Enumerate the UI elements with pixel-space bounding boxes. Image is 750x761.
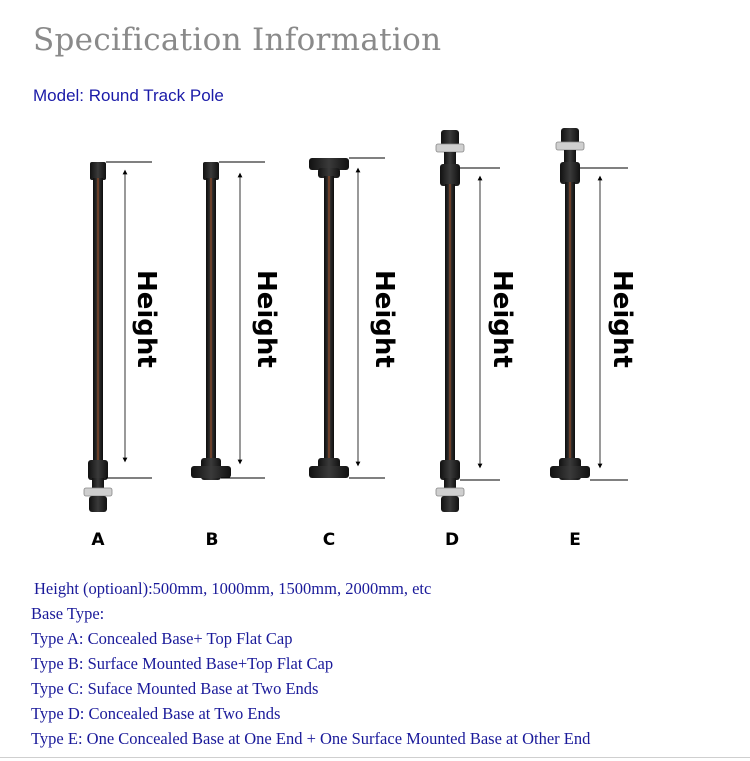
base-type-heading: Base Type: [31,604,105,623]
pole-letter-c: C [323,530,335,550]
pole-letter-d: D [445,530,459,550]
bottom-divider [0,757,750,758]
model-name: Model: Round Track Pole [33,86,224,105]
pole-c: Height [309,157,399,479]
height-label-a: Height [131,270,161,368]
page-title: Specification Information [33,22,442,58]
pole-a: Height [83,161,161,512]
pole-e: Height [550,128,637,481]
spec-item-type-d: Type D: Concealed Base at Two Ends [31,704,281,723]
pole-letter-b: B [206,530,219,550]
spec-item-type-e: Type E: One Concealed Base at One End + … [31,729,591,748]
pole-letter-a: A [91,530,105,550]
pole-letter-e: E [569,530,581,550]
pole-d: Height [435,130,517,512]
spec-item-type-a: Type A: Concealed Base+ Top Flat Cap [31,629,293,648]
height-options: Height (optioanl):500mm, 1000mm, 1500mm,… [34,579,432,598]
pole-b: Height [191,161,281,480]
height-label-c: Height [369,270,399,368]
height-label-d: Height [487,270,517,368]
spec-item-type-b: Type B: Surface Mounted Base+Top Flat Ca… [31,654,334,673]
spec-item-type-c: Type C: Suface Mounted Base at Two Ends [31,679,319,698]
height-label-e: Height [607,270,637,368]
height-label-b: Height [251,270,281,368]
pole-diagram: Height Height Height He [83,128,637,550]
spec-list: Height (optioanl):500mm, 1000mm, 1500mm,… [31,576,590,751]
